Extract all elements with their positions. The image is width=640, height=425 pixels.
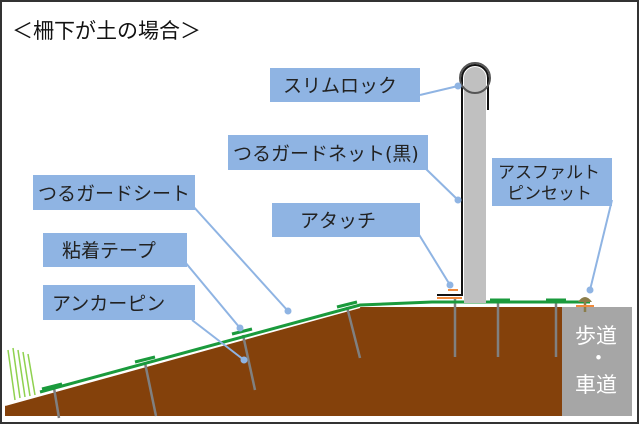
label-tape: 粘着テープ [43,233,187,267]
guard-sheet [39,300,590,394]
label-attach: アタッチ [272,203,420,237]
leader-lines [184,82,613,364]
label-net: つるガードネット(黒) [228,135,428,170]
soil-slope-edge [4,306,361,406]
pin-heads [41,298,566,391]
soil [5,307,562,416]
svg-text:アタッチ: アタッチ [300,210,376,232]
svg-text:ピンセット: ピンセット [507,184,592,204]
sidewalk-label-3: 車道 [575,373,617,397]
asphalt-pin [578,297,592,302]
svg-text:粘着テープ: 粘着テープ [62,240,156,262]
slim-lock-ring [459,62,491,94]
label-sheet: つるガードシート [33,175,195,210]
sidewalk [562,307,632,416]
sidewalk-label-1: 歩道 [575,324,617,348]
svg-text:つるガードシート: つるガードシート [38,183,190,205]
svg-text:アスファルト: アスファルト [498,163,600,183]
sidewalk-label-2: ・ [588,346,609,370]
attach-tape [437,289,462,299]
grass [7,347,36,401]
slim-lock-pole [464,67,486,303]
svg-text:スリムロック: スリムロック [283,75,397,97]
label-anchor-pin: アンカーピン [43,285,195,320]
svg-text:アンカーピン: アンカーピン [52,293,165,315]
anchor-pins [52,298,558,419]
label-slim-lock: スリムロック [270,68,420,102]
guard-net [437,64,489,296]
svg-text:つるガードネット(黒): つるガードネット(黒) [233,143,419,165]
diagram-title: ＜柵下が土の場合＞ [12,19,201,43]
label-asphalt-pin: アスファルト ピンセット [492,158,612,206]
